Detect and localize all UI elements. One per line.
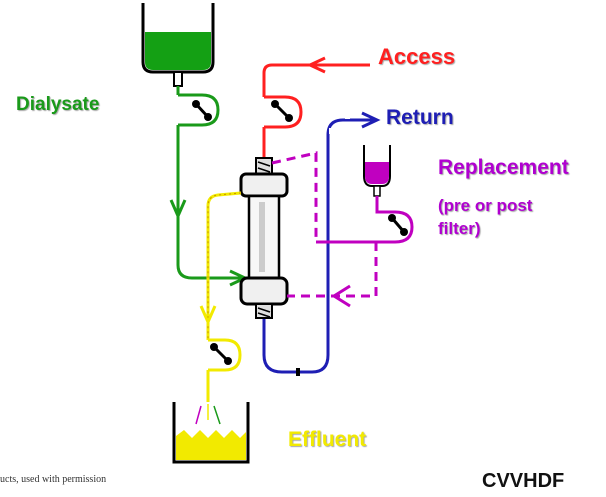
- access-line: [262, 56, 370, 160]
- dialysate-bag-icon: [141, 3, 215, 87]
- replacement-line: [271, 151, 414, 308]
- hemofilter-icon: [239, 157, 289, 319]
- mode-label: CVVHDF: [482, 470, 565, 492]
- effluent-line: [199, 191, 242, 402]
- effluent-label: Effluent: [288, 428, 367, 451]
- access-label: Access: [378, 44, 456, 69]
- dialysate-label: Dialysate: [16, 94, 100, 115]
- dialysate-pump-icon: [178, 93, 220, 127]
- return-label: Return: [386, 106, 454, 129]
- permission-credit: ucts, used with permission: [0, 474, 107, 485]
- replacement-label: Replacement: [438, 156, 569, 179]
- effluent-container-icon: [172, 402, 250, 464]
- return-line: [262, 111, 381, 376]
- replacement-note-line2: filter): [438, 219, 481, 238]
- replacement-bag-icon: [363, 145, 391, 197]
- replacement-note-line1: (pre or post: [438, 196, 533, 215]
